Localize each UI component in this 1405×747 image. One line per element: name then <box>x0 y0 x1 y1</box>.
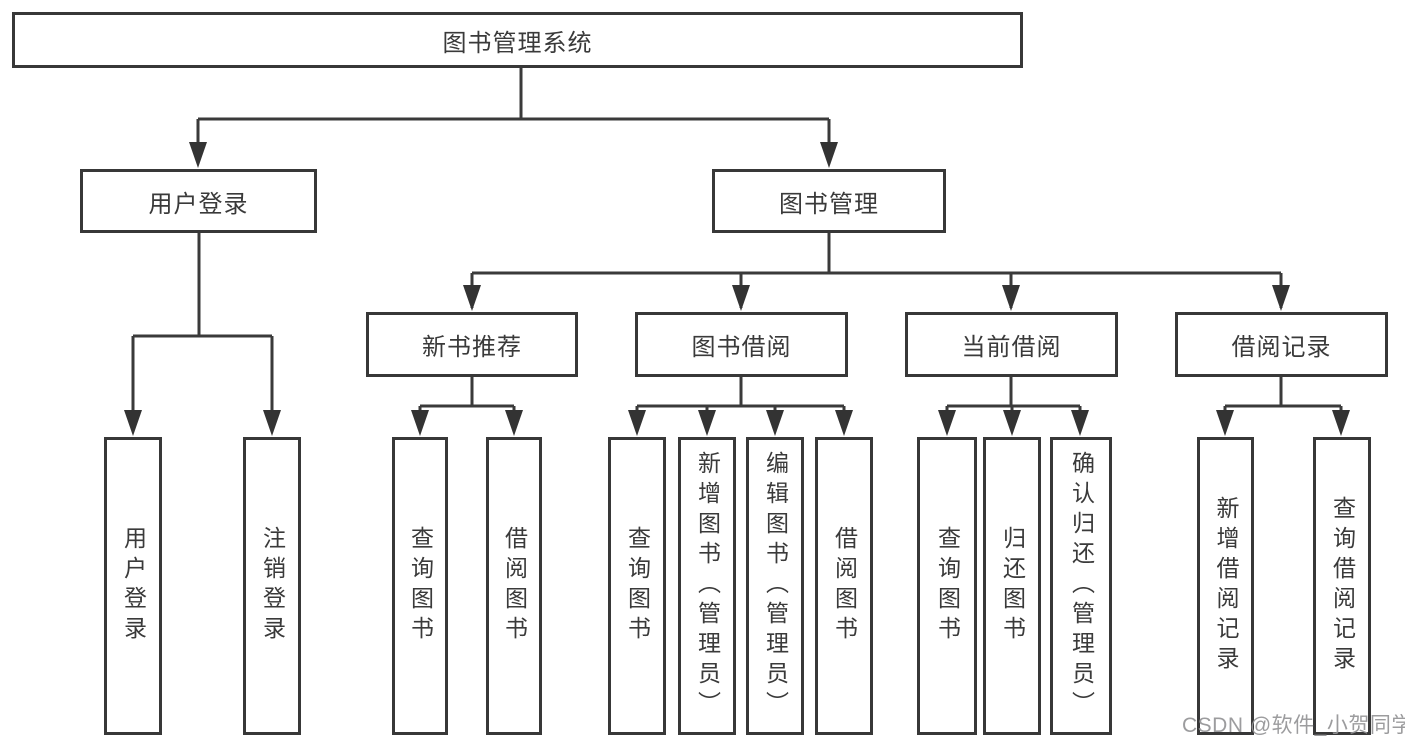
connector-borrowrecords-to-leaves <box>1223 375 1343 432</box>
arrowhead <box>1332 410 1350 436</box>
leaf-edit-books-admin-label: 编辑图书（管理员） <box>762 451 789 721</box>
arrowhead <box>1216 410 1234 436</box>
connector-root-to-level2 <box>196 66 831 164</box>
watermark: CSDN @软件_小贺同学 <box>1182 714 1405 737</box>
connector-bookmgmt-to-level3 <box>470 231 1283 308</box>
leaf-logout: 注销登录 <box>243 437 301 735</box>
arrowhead <box>938 410 956 436</box>
leaf-add-books-admin: 新增图书（管理员） <box>678 437 736 735</box>
arrowhead <box>505 410 523 436</box>
node-library-system-label: 图书管理系统 <box>442 29 593 57</box>
node-user-login-label: 用户登录 <box>148 190 249 218</box>
arrowhead <box>1003 410 1021 436</box>
leaf-add-borrow-record: 新增借阅记录 <box>1197 437 1254 735</box>
leaf-user-login-label: 用户登录 <box>120 526 147 646</box>
arrowhead <box>1272 285 1290 311</box>
leaf-query-books-current-label: 查询图书 <box>934 526 961 646</box>
leaf-query-books-borrow-label: 查询图书 <box>624 526 651 646</box>
node-book-management: 图书管理 <box>712 169 946 233</box>
leaf-return-books: 归还图书 <box>983 437 1041 735</box>
arrowhead <box>463 285 481 311</box>
connector-bookborrow-to-leaves <box>635 375 846 432</box>
leaf-borrow-books-newbook: 借阅图书 <box>486 437 542 735</box>
arrowhead <box>124 410 142 436</box>
arrowhead <box>411 410 429 436</box>
node-book-borrow-label: 图书借阅 <box>691 334 792 361</box>
leaf-query-books-borrow: 查询图书 <box>608 437 666 735</box>
node-new-book-recommend-label: 新书推荐 <box>422 334 522 361</box>
leaf-query-books-current: 查询图书 <box>917 437 977 735</box>
node-borrow-records: 借阅记录 <box>1175 312 1388 377</box>
arrowhead <box>1071 410 1089 436</box>
node-current-borrow-label: 当前借阅 <box>961 334 1062 361</box>
arrowhead <box>628 410 646 436</box>
arrowhead <box>1002 285 1020 311</box>
leaf-borrow-books: 借阅图书 <box>815 437 873 735</box>
node-book-management-label: 图书管理 <box>779 190 879 218</box>
leaf-user-login: 用户登录 <box>104 437 162 735</box>
node-user-login: 用户登录 <box>80 169 317 233</box>
connector-newbook-to-leaves <box>418 375 516 432</box>
leaf-query-borrow-record: 查询借阅记录 <box>1313 437 1371 735</box>
arrowhead <box>732 285 750 311</box>
node-borrow-records-label: 借阅记录 <box>1231 334 1332 361</box>
node-new-book-recommend: 新书推荐 <box>366 312 578 377</box>
connector-currentborrow-to-leaves <box>945 375 1082 432</box>
arrowhead <box>820 142 838 168</box>
leaf-add-borrow-record-label: 新增借阅记录 <box>1213 496 1239 676</box>
leaf-query-borrow-record-label: 查询借阅记录 <box>1329 496 1356 676</box>
node-book-borrow: 图书借阅 <box>635 312 848 377</box>
leaf-query-books-newbook: 查询图书 <box>392 437 448 735</box>
leaf-logout-label: 注销登录 <box>259 526 286 646</box>
arrowhead <box>835 410 853 436</box>
node-library-system: 图书管理系统 <box>12 12 1023 68</box>
leaf-return-books-label: 归还图书 <box>999 526 1026 646</box>
leaf-add-books-admin-label: 新增图书（管理员） <box>694 451 721 721</box>
arrowhead <box>698 410 716 436</box>
arrowhead <box>766 410 784 436</box>
leaf-borrow-books-newbook-label: 借阅图书 <box>501 526 528 646</box>
leaf-query-books-newbook-label: 查询图书 <box>407 526 434 646</box>
node-current-borrow: 当前借阅 <box>905 312 1118 377</box>
arrowhead <box>189 142 207 168</box>
arrowhead <box>263 410 281 436</box>
leaf-edit-books-admin: 编辑图书（管理员） <box>746 437 804 735</box>
leaf-confirm-return-admin: 确认归还（管理员） <box>1050 437 1112 735</box>
leaf-confirm-return-admin-label: 确认归还（管理员） <box>1068 451 1095 721</box>
connector-userlogin-to-leaves <box>131 231 274 432</box>
leaf-borrow-books-label: 借阅图书 <box>831 526 858 646</box>
